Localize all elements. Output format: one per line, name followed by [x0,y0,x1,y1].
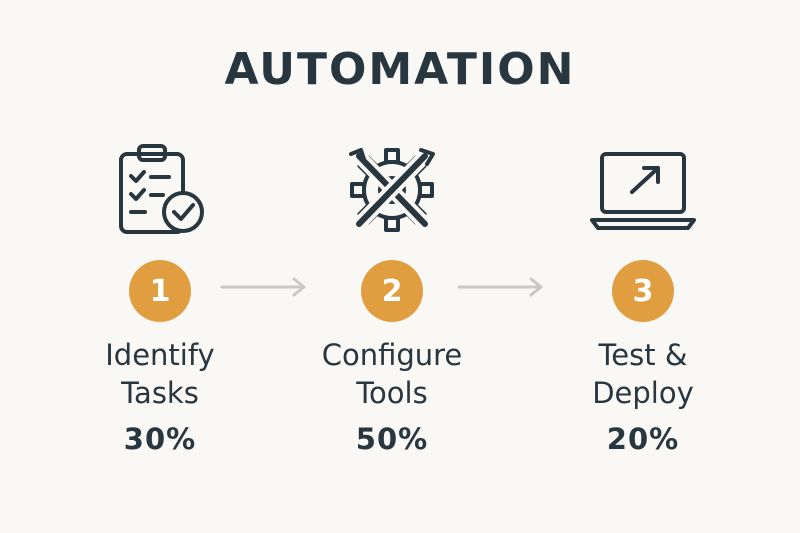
step-test-deploy: 3 Test & Deploy 20% [533,140,753,456]
step-label-line: Configure [321,338,463,372]
step-label: Configure Tools [282,336,502,412]
arrow-right-icon [457,277,543,297]
step-label: Test & Deploy [533,336,753,412]
step-percentage: 50% [355,422,429,456]
step-number-badge: 2 [361,260,423,322]
arrow-right-icon [220,277,306,297]
step-number-badge: 1 [129,260,191,322]
step-label: Identify Tasks [50,336,270,412]
step-label-line: Test & [598,338,688,372]
step-number-badge: 3 [612,260,674,322]
step-percentage: 20% [606,422,680,456]
step-label-line: Identify [105,338,215,372]
step-configure-tools: 2 Configure Tools 50% [282,140,502,456]
step-label-line: Deploy [592,376,694,410]
step-identify-tasks: 1 Identify Tasks 30% [50,140,270,456]
gear-tools-icon [349,148,435,232]
clipboard-check-icon [119,144,204,234]
step-label-line: Tools [356,376,428,410]
page-title: AUTOMATION [224,44,576,95]
step-percentage: 30% [123,422,197,456]
step-label-line: Tasks [121,376,199,410]
laptop-arrow-icon [590,152,696,230]
